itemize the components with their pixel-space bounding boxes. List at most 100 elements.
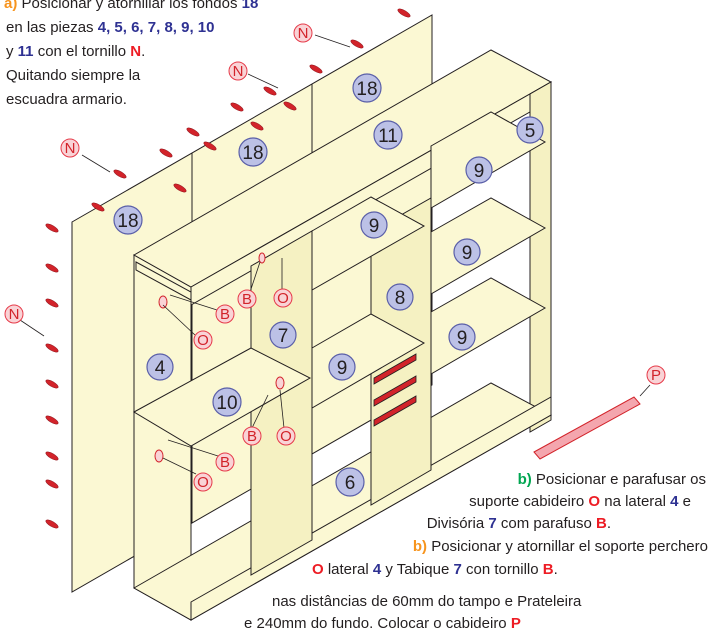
instruction-a-screw: N (130, 43, 142, 60)
shelf-9-right-2 (430, 197, 547, 295)
hardware-label-N: N (4, 304, 24, 324)
svg-text:8: 8 (395, 288, 406, 309)
instruction-b-es-B: B (542, 561, 554, 578)
part-label-9: 9 (448, 323, 476, 351)
part-label-18: 18 (113, 205, 143, 235)
side-panel-5 (529, 81, 552, 433)
part-label-9: 9 (465, 156, 493, 184)
instruction-a-line5: escuadra armario. (6, 91, 127, 108)
instruction-b-pt-mid: na lateral (604, 493, 666, 510)
part-label-7: 7 (269, 321, 297, 349)
hardware-label-N: N (228, 61, 248, 81)
hanging-rod (533, 396, 641, 460)
svg-text:10: 10 (216, 393, 237, 414)
instruction-b-es-O: O (312, 561, 324, 578)
hardware-label-N: N (60, 138, 80, 158)
drawer-slides (373, 353, 417, 427)
distances-text2: e 240mm do fundo. Colocar o cabideiro (244, 615, 507, 632)
instruction-a-line1: a) Posicionar y atornillar los fondos 18 (4, 0, 258, 14)
distances-P: P (510, 615, 521, 632)
svg-text:P: P (651, 367, 661, 384)
instruction-b-pt-mid3: com parafuso (500, 515, 592, 532)
svg-text:4: 4 (155, 358, 166, 379)
hardware-label-O: O (273, 288, 293, 308)
screw-N-icon (309, 64, 323, 74)
screw-N-icon (45, 379, 59, 389)
instruction-a-line2: en las piezas 4, 5, 6, 7, 8, 9, 10 (6, 18, 214, 38)
instruction-b-es-end: . (553, 561, 558, 578)
svg-text:9: 9 (369, 216, 380, 237)
instruction-b-pt-line3: Divisória 7 com parafuso B. (427, 514, 611, 534)
leader-lines (19, 34, 651, 475)
svg-text:N: N (65, 140, 76, 157)
part-label-10: 10 (212, 387, 242, 417)
instruction-b-pt-O: O (588, 493, 601, 510)
distances-line2: e 240mm do fundo. Colocar o cabideiro P (244, 614, 521, 634)
instruction-b-es-num7: 7 (453, 561, 462, 578)
slide-2 (373, 375, 417, 407)
svg-text:O: O (280, 428, 292, 445)
svg-text:9: 9 (457, 328, 468, 349)
instruction-a-text1: Posicionar y atornillar los fondos (21, 0, 238, 12)
bracket-O-icon (275, 376, 285, 390)
svg-text:7: 7 (278, 326, 289, 347)
hardware-label-B: B (237, 289, 257, 309)
bracket-O-icon (158, 295, 168, 309)
screw-N-icon (250, 121, 264, 131)
svg-text:11: 11 (378, 126, 398, 147)
instruction-b-es-mid2: con tornillo (466, 561, 539, 578)
brackets (154, 252, 285, 463)
hardware-label-O: O (193, 330, 213, 350)
bracket-O-icon (154, 449, 164, 463)
svg-text:9: 9 (474, 161, 485, 182)
shelf-9-middle (311, 313, 426, 409)
instruction-b-es-text2: lateral (327, 561, 369, 578)
instruction-b-pt-prefix: b) (517, 471, 532, 488)
instruction-b-es-text1: Posicionar y atornillar el soporte perch… (431, 538, 708, 555)
instruction-a-line4: Quitando siempre la (6, 67, 141, 84)
screw-N-icon (173, 183, 187, 193)
svg-text:N: N (298, 25, 309, 42)
screw-N-icon (350, 39, 364, 49)
instruction-a-prefix: a) (4, 0, 18, 12)
instruction-a-num: 18 (241, 0, 259, 12)
instruction-a-nums: 4, 5, 6, 7, 8, 9, 10 (97, 19, 215, 36)
shelf-9-right-3 (430, 277, 547, 375)
part-label-9: 9 (328, 353, 356, 381)
screw-N-icon (186, 127, 200, 137)
screw-N-icon (45, 343, 59, 353)
instruction-b-pt-text3: Divisória (426, 515, 485, 532)
instruction-b-pt-num7: 7 (488, 515, 497, 532)
instruction-b-pt-text1: Posicionar e parafusar os (535, 471, 706, 488)
instruction-b-es-line1: b) Posicionar y atornillar el soporte pe… (413, 537, 708, 557)
part-label-9: 9 (360, 211, 388, 239)
screw-N-icon (45, 298, 59, 308)
instruction-a-text3: con el tornillo (37, 43, 127, 60)
part-label-11: 11 (373, 120, 403, 150)
instruction-b-es-prefix: b) (412, 538, 428, 555)
part-label-18: 18 (352, 73, 382, 103)
hardware-label-P: P (646, 365, 666, 385)
instruction-b-pt-e: e (682, 493, 691, 510)
svg-text:6: 6 (345, 473, 356, 494)
svg-text:B: B (247, 428, 257, 445)
part-label-9: 9 (453, 238, 481, 266)
svg-text:N: N (9, 306, 20, 323)
part-label-6: 6 (335, 467, 365, 497)
distances-line1: nas distâncias de 60mm do tampo e Pratel… (272, 593, 582, 610)
hardware-label-B: B (242, 426, 262, 446)
screw-N-icon (263, 86, 277, 96)
svg-text:B: B (220, 454, 230, 471)
shelf-9-left-top (311, 196, 426, 291)
screw-N-icon (91, 202, 105, 212)
instruction-b-pt-num4: 4 (670, 493, 679, 510)
instruction-a-line3: y 11 con el tornillo N. (6, 42, 145, 62)
shelf-left-upper (135, 261, 192, 301)
instruction-b-es-num4: 4 (372, 561, 382, 578)
part-label-18: 18 (238, 137, 268, 167)
instruction-b-es-mid: y Tabique (385, 561, 450, 578)
hanging-rod-P (533, 396, 641, 460)
hardware-label-O: O (193, 472, 213, 492)
instruction-a-end: . (141, 43, 146, 60)
